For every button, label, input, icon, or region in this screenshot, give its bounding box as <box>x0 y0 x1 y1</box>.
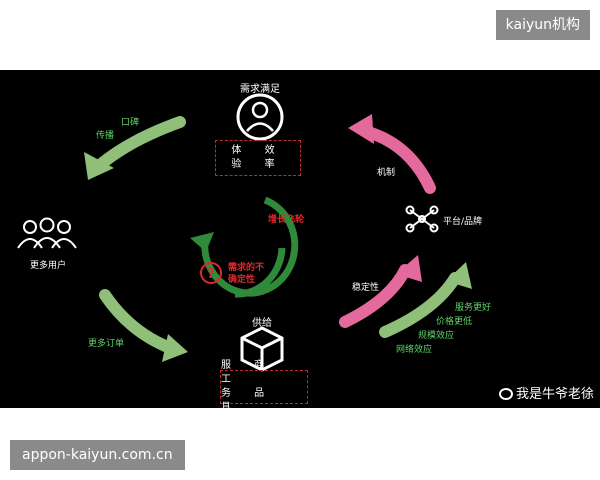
node-more-users-title: 更多用户 <box>30 261 67 271</box>
node-demand-satisfaction-box: 体 效 验 率 <box>215 140 301 176</box>
label-spread: 传播 <box>96 131 115 141</box>
growth-flywheel-label: 增长飞轮 <box>268 215 305 225</box>
box-line-2: 务 品 具 <box>221 388 275 408</box>
node-supply-box: 服 商 工 务 品 具 <box>220 360 308 408</box>
node-supply-title: 供给 <box>252 318 272 329</box>
demand-uncertainty-label: 需求的不 确定性 <box>228 262 264 286</box>
label-stability: 稳定性 <box>352 283 380 293</box>
arrow-left-to-bottom <box>99 289 188 362</box>
user-icon <box>236 93 284 141</box>
label-word-of-mouth: 口碑 <box>121 118 140 128</box>
box-line-1: 体 效 <box>231 145 285 156</box>
diagram-graphics: ? <box>17 93 472 372</box>
arrow-bottom-to-right-green <box>379 262 472 338</box>
label-network-effect: 网络效应 <box>396 345 433 355</box>
arrow-bottom-to-right-pink <box>339 255 422 328</box>
uncertainty-line-1: 需求的不 <box>228 263 265 273</box>
label-more-orders: 更多订单 <box>88 339 125 349</box>
weibo-credit: 我是牛爷老徐 <box>498 383 594 402</box>
uncertainty-line-2: 确定性 <box>228 275 256 285</box>
users-group-icon <box>17 217 77 249</box>
arrow-top-to-left <box>84 116 186 180</box>
label-better-service: 服务更好 <box>455 303 492 313</box>
label-mechanism: 机制 <box>377 168 396 178</box>
watermark-top: kaiyun机构 <box>495 10 590 40</box>
flywheel-diagram: ? <box>0 70 600 408</box>
label-scale-effect: 规模效应 <box>418 331 455 341</box>
network-icon <box>405 205 439 233</box>
box-line-1: 服 商 工 <box>221 360 275 385</box>
question-icon: ? <box>200 262 222 284</box>
weibo-icon <box>498 388 513 400</box>
arrow-right-to-top <box>348 114 436 194</box>
node-platform-brand-title: 平台/品牌 <box>443 217 483 227</box>
growth-loop-arrow <box>190 196 299 298</box>
svg-text:?: ? <box>207 267 215 282</box>
credit-text: 我是牛爷老徐 <box>515 387 594 402</box>
label-lower-price: 价格更低 <box>436 317 473 327</box>
box-line-2: 验 率 <box>231 159 285 170</box>
node-demand-satisfaction-title: 需求满足 <box>240 84 280 95</box>
watermark-bottom: appon-kaiyun.com.cn <box>10 440 185 470</box>
